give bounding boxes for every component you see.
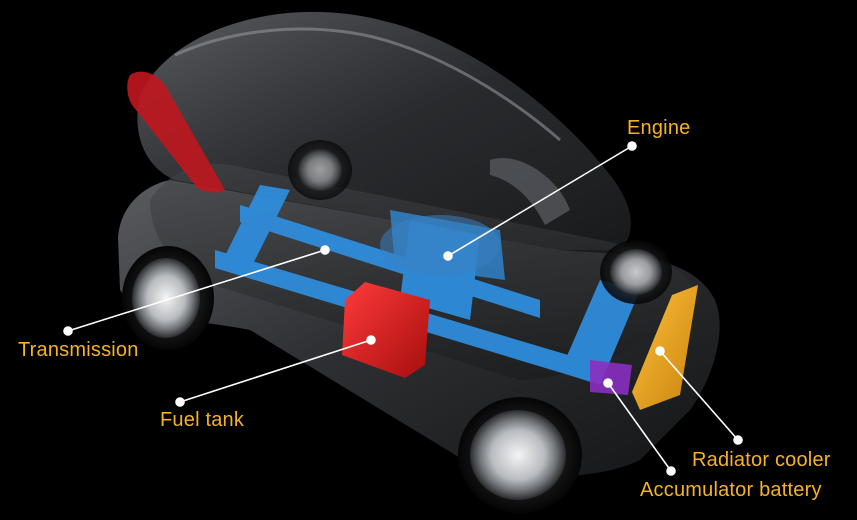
- leader-dot-engine-b: [627, 141, 637, 151]
- engine-unit: [380, 158, 570, 275]
- leader-dot-transmission-b: [63, 326, 73, 336]
- leader-dot-engine-a: [443, 251, 453, 261]
- leader-dot-battery-b: [666, 466, 676, 476]
- engine-intake: [490, 158, 570, 225]
- front-left-wheel: [458, 397, 582, 513]
- fuel-tank-shape: [342, 282, 430, 378]
- leader-line-engine: [447, 145, 633, 257]
- leader-line-transmission: [67, 249, 326, 332]
- leader-dot-fuel-tank-b: [175, 397, 185, 407]
- leader-dot-radiator-b: [733, 435, 743, 445]
- leader-line-fuel-tank: [179, 339, 372, 403]
- chassis-cross-right: [560, 280, 640, 385]
- engine-body: [380, 215, 500, 275]
- accumulator-battery-shape: [590, 360, 632, 395]
- leader-dot-radiator-a: [655, 346, 665, 356]
- label-radiator-cooler: Radiator cooler: [692, 449, 831, 471]
- label-fuel-tank: Fuel tank: [160, 409, 245, 431]
- red-rear-light: [127, 71, 225, 193]
- roof-highlight: [174, 27, 561, 142]
- front-right-wheel: [600, 240, 672, 304]
- leader-dot-transmission-a: [320, 245, 330, 255]
- label-accumulator-battery: Accumulator battery: [640, 479, 822, 501]
- leader-line-battery: [607, 382, 672, 472]
- leader-dot-fuel-tank-a: [366, 335, 376, 345]
- radiator-cooler-shape: [632, 285, 698, 410]
- chassis-cross-left: [222, 185, 290, 270]
- leader-line-radiator: [659, 350, 739, 441]
- leader-lines: [63, 141, 743, 476]
- rear-left-wheel: [122, 246, 214, 350]
- label-transmission: Transmission: [18, 339, 139, 361]
- rear-right-wheel: [288, 140, 352, 200]
- leader-dot-battery-a: [603, 378, 613, 388]
- label-engine: Engine: [627, 117, 691, 139]
